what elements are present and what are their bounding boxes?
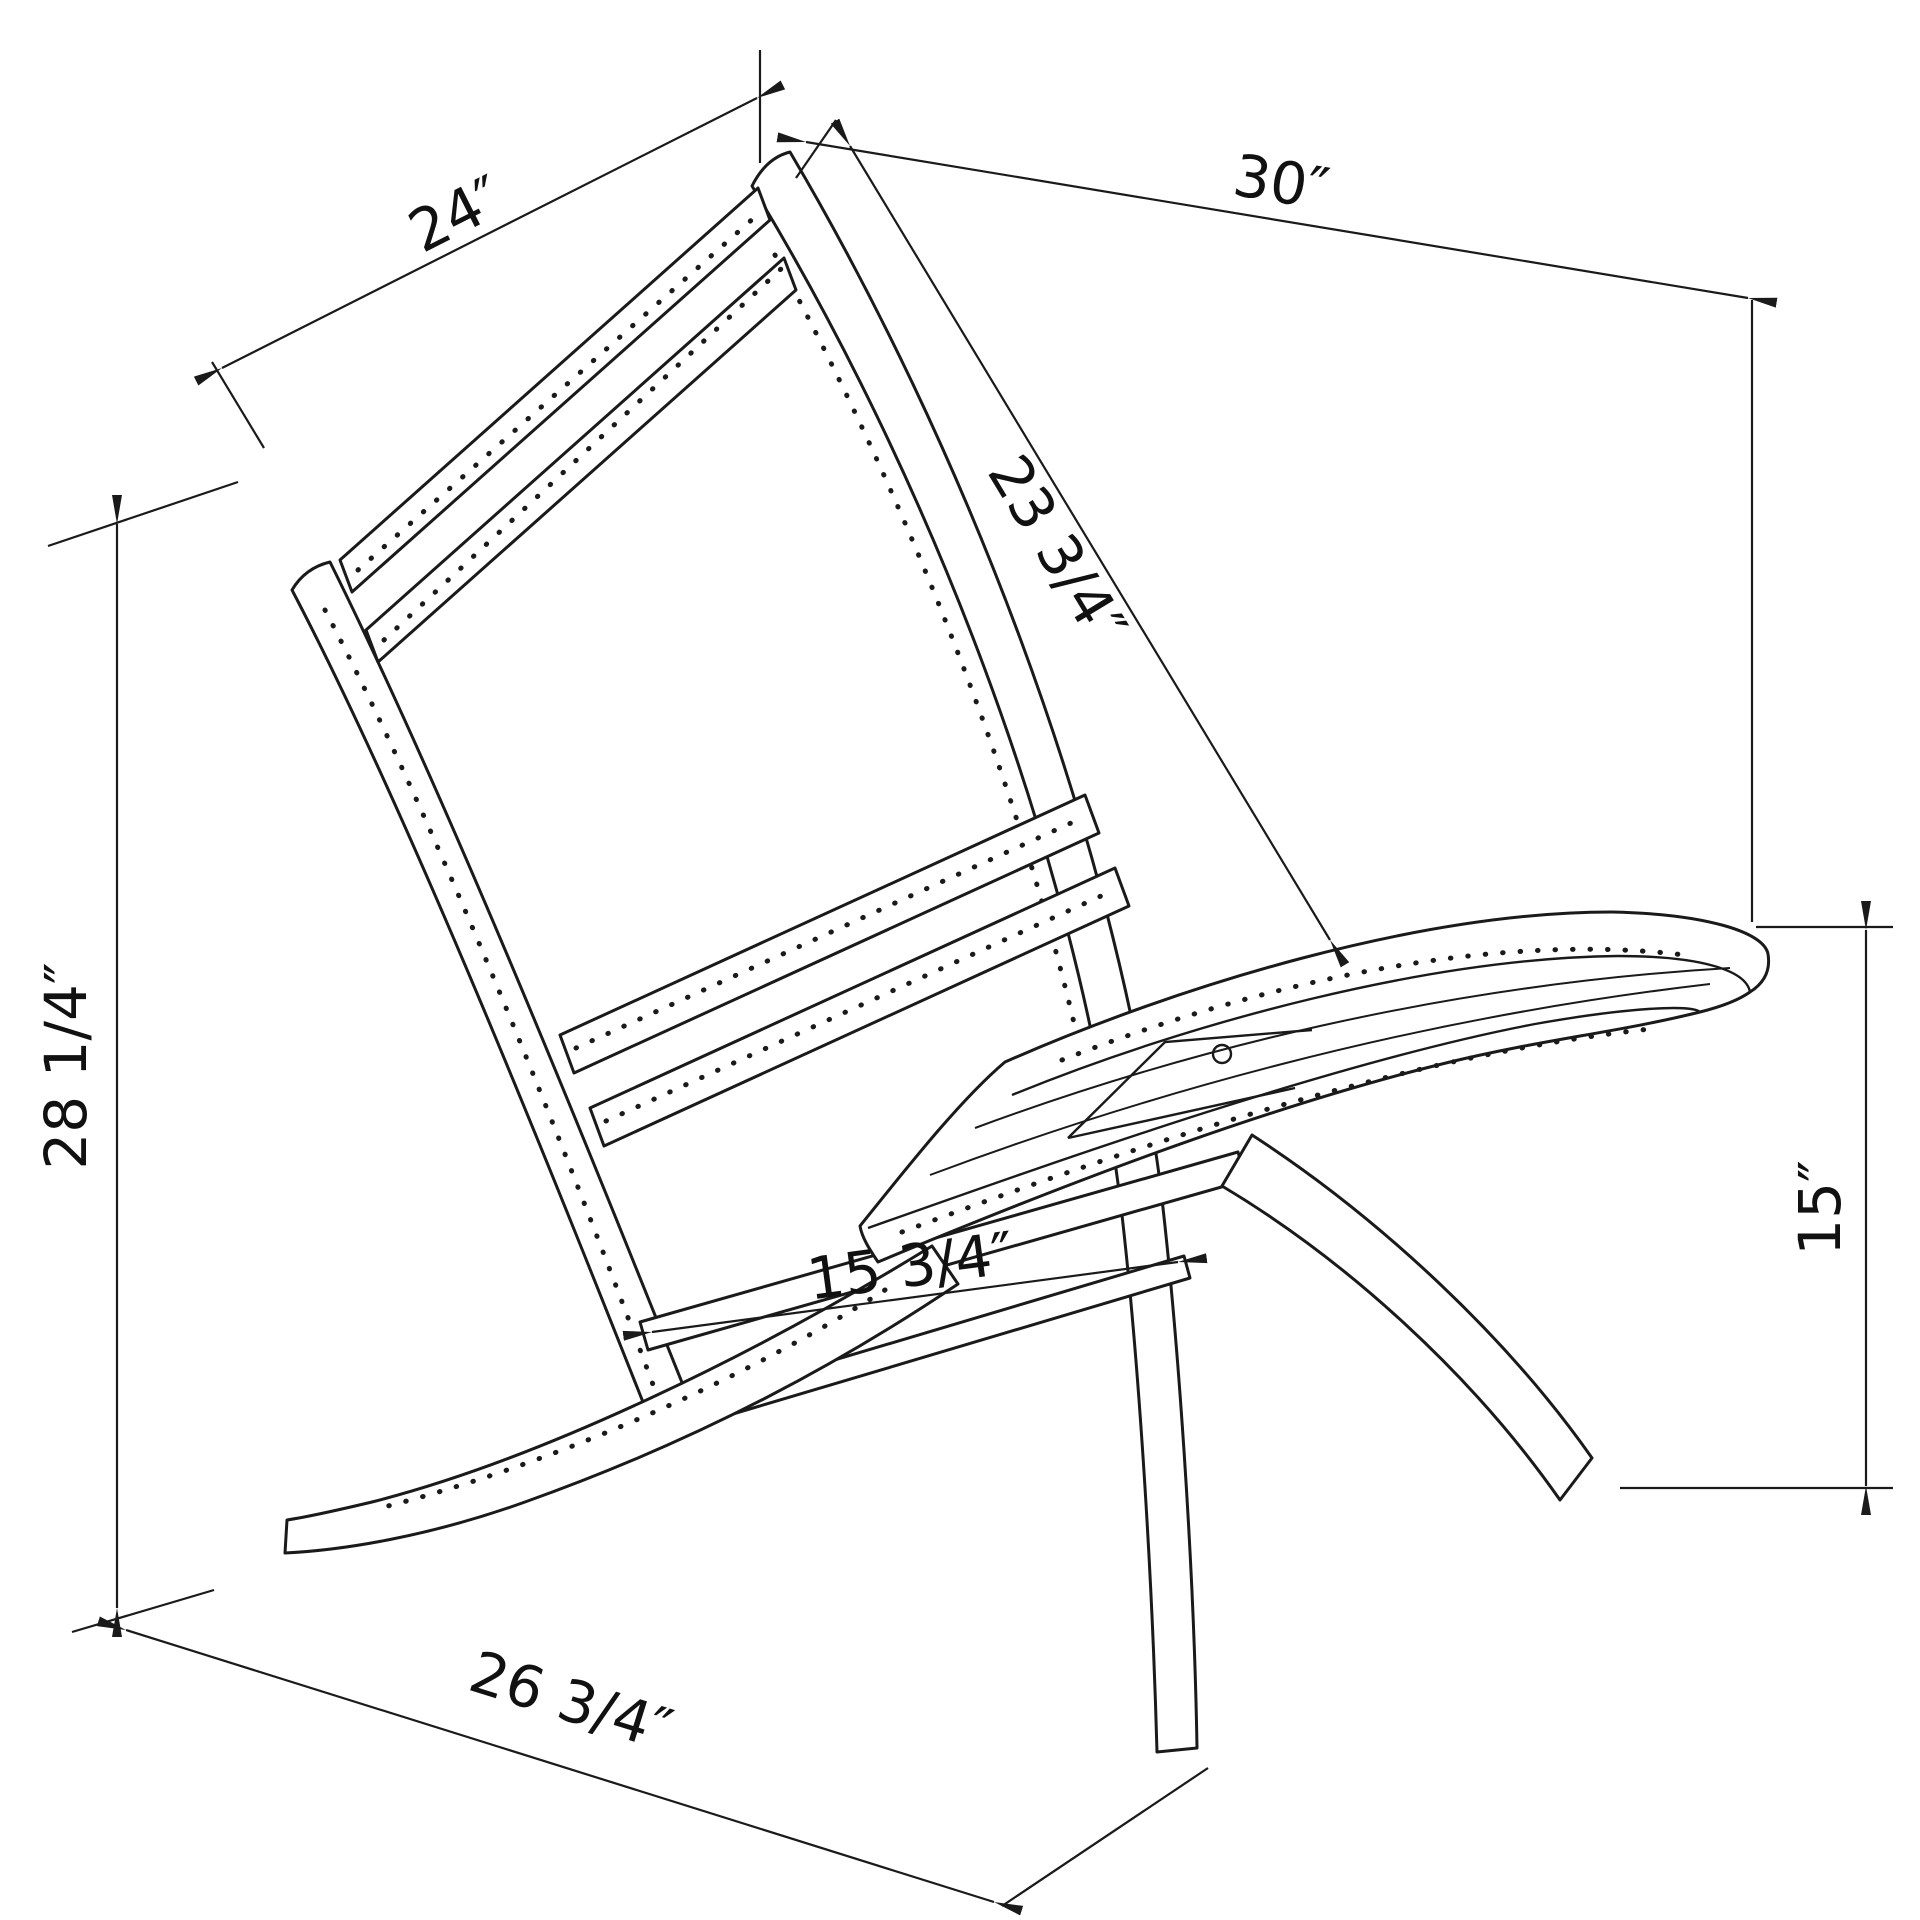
ext-line-26-right [1001,1767,1209,1907]
dim-label-back-width: 24″ [398,162,514,266]
dim-label-seat-height: 15″ [1786,1160,1854,1255]
dim-label-seat-depth: 15 3/4″ [803,1219,1017,1314]
dim-label-overall-height: 28 1/4″ [32,962,100,1169]
seat-slat-line-1 [929,983,1711,1176]
back-left-stile-holes [322,607,658,1393]
front-right-leg [1220,1133,1594,1502]
backrest-top-slat [338,186,772,594]
backrest-second-slat [364,256,798,664]
chair-line-art [283,150,1771,1754]
fold-bracket [1067,1028,1313,1140]
ext-line-28-bottom [71,1588,215,1634]
ext-line-top-cap [795,119,837,179]
dim-line-seat-depth [622,1253,1208,1341]
seat-far-rail-holes [1059,946,1695,1063]
backrest-middle-slat-lower-holes [603,888,1115,1124]
front-left-leg-holes [377,1287,888,1511]
dim-line-base-depth [96,1616,1024,1916]
seat-slat-line-2 [974,967,1731,1129]
dim-label-overall-depth: 30″ [1229,141,1334,224]
ext-line-24-left [211,361,265,449]
seat-near-rail-inner-edge [867,1006,1701,1230]
backrest-middle-slat-upper-holes [573,815,1085,1051]
ext-line-28-top [47,480,239,548]
seat-surface [858,910,1771,1264]
dim-line-back-length [830,118,1350,968]
seat-far-rail-inner-edge [1011,954,1752,1097]
pivot-hole [1211,1043,1233,1065]
backrest-top-slat-holes [355,213,759,573]
dim-line-back-width [193,80,786,386]
